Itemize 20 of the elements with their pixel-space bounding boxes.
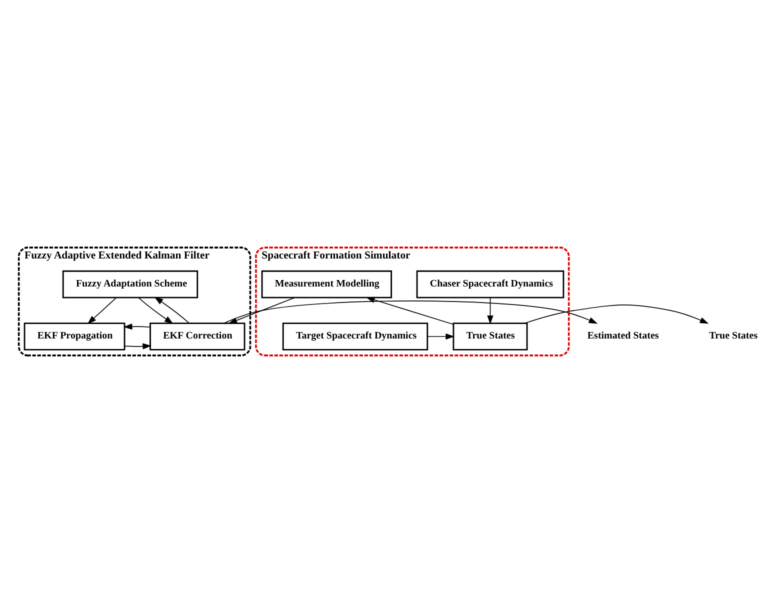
node-box: Measurement Modelling	[261, 270, 392, 298]
arrow	[138, 296, 174, 324]
node-box: True States	[452, 322, 528, 350]
node-box: Fuzzy Adaptation Scheme	[62, 270, 198, 298]
node-text: Estimated States	[587, 330, 659, 341]
arrow	[87, 296, 117, 324]
node-box: Chaser Spacecraft Dynamics	[416, 270, 564, 298]
arrow	[524, 304, 709, 324]
arrow	[366, 296, 454, 324]
node-box: EKF Propagation	[24, 322, 126, 350]
arrow	[487, 296, 494, 324]
arrow	[154, 296, 190, 324]
node-text: True States	[709, 330, 758, 341]
arrow	[124, 342, 152, 349]
node-box: Target Spacecraft Dynamics	[282, 322, 428, 350]
arrow	[427, 332, 455, 340]
arrow	[223, 300, 598, 324]
node-box: EKF Correction	[150, 322, 246, 350]
arrow	[123, 323, 151, 330]
arrow	[228, 296, 296, 324]
